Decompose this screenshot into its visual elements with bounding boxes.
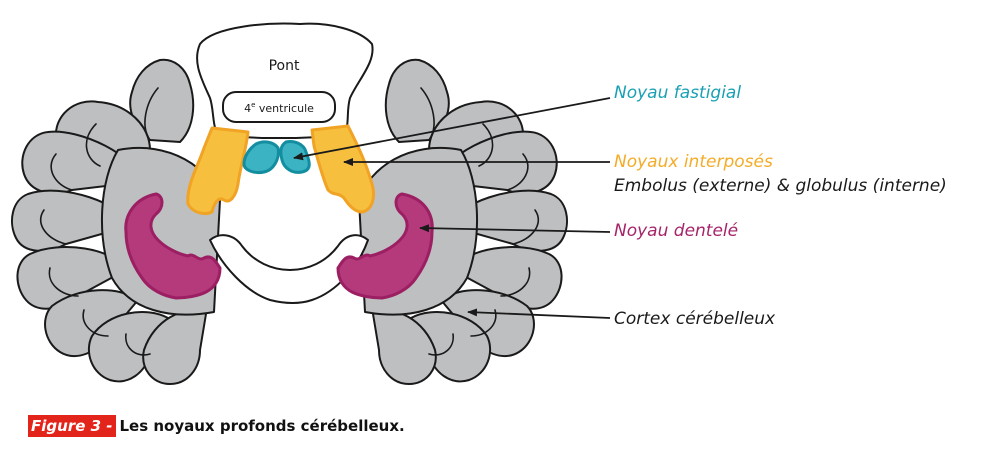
fastigial-nucleus-left (242, 140, 280, 174)
interposed-nucleus-left (186, 126, 250, 216)
white-matter-center (209, 234, 369, 304)
left-hemisphere (11, 58, 221, 386)
figure-caption-text: Les noyaux profonds cérébelleux. (119, 417, 405, 435)
fourth-ventricle-shape (222, 91, 336, 123)
arrow-cortex (467, 308, 611, 319)
label-interposes: Noyaux interposés (614, 152, 773, 172)
figure-tag: Figure 3 - (28, 415, 117, 437)
dentate-nucleus-left (124, 192, 222, 300)
label-fastigial: Noyau fastigial (614, 83, 741, 103)
label-arrows (293, 97, 611, 319)
label-embolus-globulus: Embolus (externe) & globulus (interne) (614, 176, 947, 196)
label-dentele: Noyau dentelé (614, 221, 738, 241)
arrow-dentele (419, 224, 611, 233)
right-hemisphere (358, 58, 568, 386)
figure-caption: Figure 3 - Les noyaux profonds cérébelle… (28, 414, 405, 438)
arrow-fastigial (293, 97, 611, 161)
label-cortex: Cortex cérébelleux (614, 309, 776, 329)
interposed-nucleus-right (310, 124, 376, 214)
dentate-nucleus-right (336, 192, 434, 300)
pont-label: Pont (269, 58, 300, 74)
fourth-ventricle-label: 4e ventricule (244, 101, 314, 115)
